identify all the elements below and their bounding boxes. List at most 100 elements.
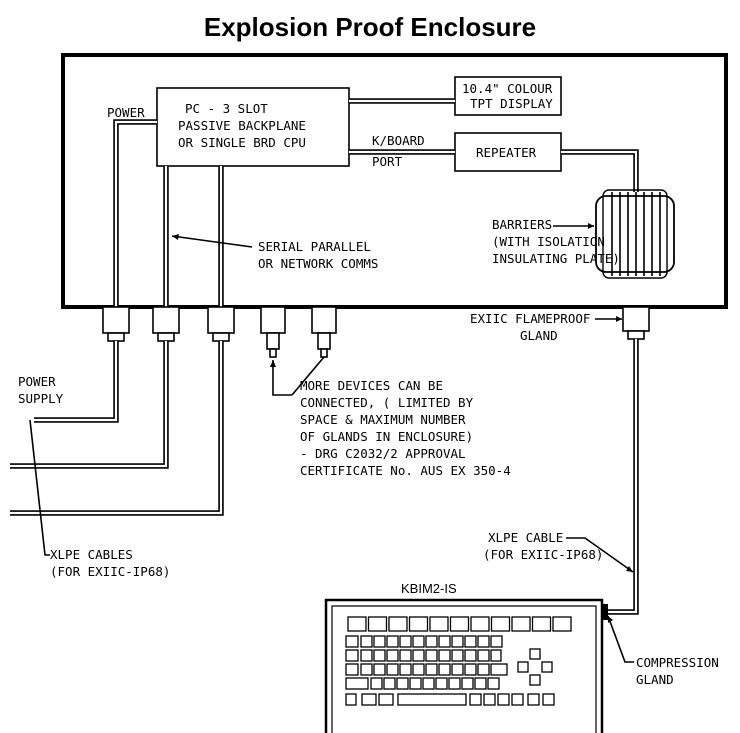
keyboard-key [425,649,438,662]
compression-label-2: GLAND [636,672,674,687]
display-box [454,76,562,116]
keyboard-key [397,693,467,706]
keyboard-key [408,616,429,632]
more-devices-label-5: - DRG C2032/2 APPROVAL [300,446,466,461]
exiic-label-2: GLAND [520,328,558,343]
keyboard-key [360,635,373,648]
keyboard-key [412,649,425,662]
compression-label-1: COMPRESSION [636,655,719,670]
exiic-label-1: EXIIC FLAMEPROOF [470,311,590,326]
barriers-label-2: (WITH ISOLATION [492,234,605,249]
keyboard-key [435,677,448,690]
keyboard-key [451,663,464,676]
serial-label-1: SERIAL PARALLEL [258,239,371,254]
display-label-1: 10.4" COLOUR [462,81,553,96]
keyboard-key [448,677,461,690]
power-label: POWER [107,105,145,120]
pc-label-3: OR SINGLE BRD CPU [178,135,306,150]
kbim-label: KBIM2-IS [401,581,457,596]
keyboard-key [483,693,496,706]
barriers-label-3: INSULATING PLATE) [492,251,620,266]
keyboard-key [345,677,369,690]
keyboard-key [517,661,529,673]
keyboard-key [477,663,490,676]
display-label-2: TPT DISPLAY [470,96,553,111]
keyboard-key [527,693,540,706]
gland-1 [102,306,130,342]
xlpe-cable-label-1: XLPE CABLE [488,530,563,545]
keyboard-key [461,677,474,690]
keyboard-key [345,635,359,648]
keyboard-key [373,649,386,662]
pc-label-2: PASSIVE BACKPLANE [178,118,306,133]
keyboard-key [511,616,531,632]
power-supply-label-1: POWER [18,374,56,389]
keyboard-key [470,616,490,632]
kboard-label: K/BOARD [372,133,425,148]
serial-label-2: OR NETWORK COMMS [258,256,378,271]
keyboard-key [409,677,422,690]
keyboard-key [438,635,451,648]
keyboard-key [425,635,438,648]
keyboard-key [438,649,451,662]
keyboard-key [474,677,487,690]
port-label: PORT [372,154,403,169]
keyboard-key [378,693,394,706]
keyboard-key [345,649,359,662]
keyboard-key [451,649,464,662]
keyboard-keys [345,616,572,706]
more-devices-label-6: CERTIFICATE No. AUS EX 350-4 [300,463,511,478]
keyboard-key [542,693,555,706]
keyboard-key [412,635,425,648]
xlpe-cables-label-1: XLPE CABLES [50,547,133,562]
keyboard-key [490,663,508,676]
keyboard-key [490,635,503,648]
more-devices-label-1: MORE DEVICES CAN BE [300,378,443,393]
keyboard-key [345,663,359,676]
barriers-label-1: BARRIERS [492,217,552,232]
more-devices-label-2: CONNECTED, ( LIMITED BY [300,395,474,410]
pc-box [156,87,350,167]
keyboard-key [370,677,383,690]
keyboard-key [360,649,373,662]
keyboard-key [386,635,399,648]
keyboard-key [449,616,470,632]
more-devices-label-4: OF GLANDS IN ENCLOSURE) [300,429,473,444]
keyboard-key [438,663,451,676]
barriers-block [595,189,675,279]
keyboard-key [422,677,435,690]
keyboard-key [490,616,511,632]
keyboard-key [425,663,438,676]
keyboard-key [345,693,357,706]
keyboard-key [541,661,553,673]
keyboard-key [361,693,377,706]
keyboard-key [497,693,510,706]
xlpe-cable-label-2: (FOR EXIIC-IP68) [483,547,603,562]
keyboard-key [529,648,541,660]
keyboard-key [360,663,373,676]
keyboard-key [399,635,412,648]
keyboard-key [429,616,449,632]
keyboard-key [386,663,399,676]
keyboard-key [552,616,572,632]
keyboard-key [477,649,490,662]
keyboard-key [531,616,552,632]
keyboard-key [396,677,409,690]
keyboard-key [399,649,412,662]
keyboard-key [383,677,396,690]
pc-label-1: PC - 3 SLOT [185,101,268,116]
keyboard-key [399,663,412,676]
keyboard-key [386,649,399,662]
keyboard-key [412,663,425,676]
gland-3 [207,306,235,342]
keyboard-key [464,663,477,676]
gland-spare-2 [311,306,337,358]
keyboard-key [529,674,541,686]
more-devices-label-3: SPACE & MAXIMUM NUMBER [300,412,466,427]
keyboard-key [464,649,477,662]
power-supply-label-2: SUPPLY [18,391,64,406]
keyboard-key [367,616,388,632]
keyboard-key [464,635,477,648]
gland-2 [152,306,180,342]
